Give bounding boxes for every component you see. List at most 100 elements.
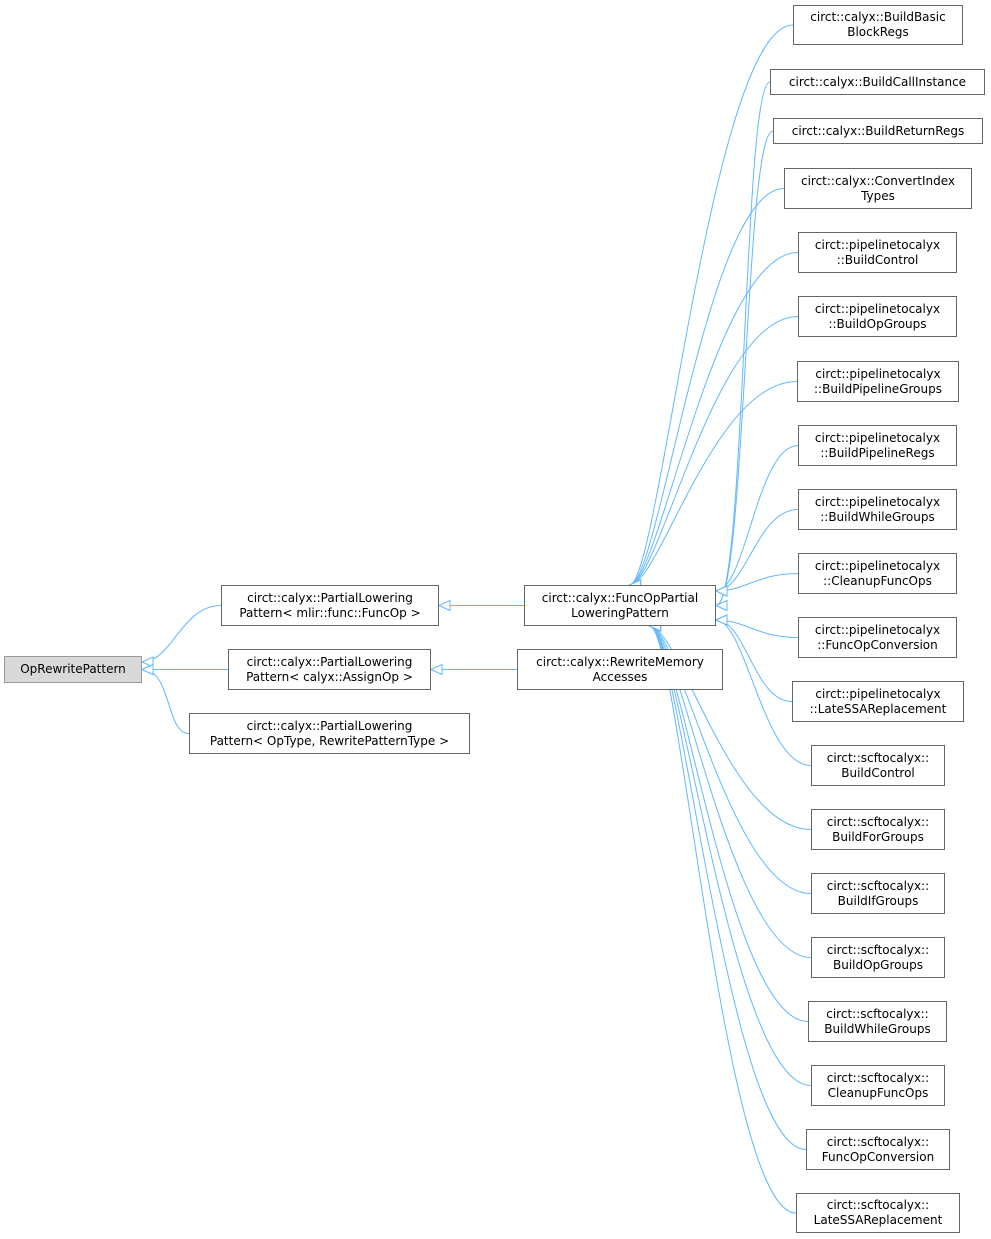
arrowhead-plp_funcop <box>140 656 154 668</box>
node-label-line: ::LateSSAReplacement <box>809 701 947 716</box>
node-label-line: circt::scftocalyx:: <box>826 942 930 957</box>
node-pipelinetocalyx-build-control[interactable]: circt::pipelinetocalyx ::BuildControl <box>798 232 957 273</box>
edge-p_build_pipeline_regs-to-func_op_partial <box>715 445 799 592</box>
node-label-line: ::CleanupFuncOps <box>823 573 932 588</box>
node-label-line: circt::calyx::RewriteMemory <box>536 654 704 669</box>
node-label-line: circt::pipelinetocalyx <box>814 430 941 445</box>
arrowhead-build_return_regs <box>714 599 728 612</box>
node-label-line: ::BuildOpGroups <box>828 316 927 331</box>
node-scftocalyx-build-while-groups[interactable]: circt::scftocalyx:: BuildWhileGroups <box>808 1001 947 1042</box>
node-label-line: circt::scftocalyx:: <box>826 878 930 893</box>
node-label-line: ::BuildControl <box>836 252 919 267</box>
node-label-line: ::BuildPipelineGroups <box>814 381 942 396</box>
node-label-line: BuildWhileGroups <box>824 1021 931 1036</box>
node-scftocalyx-build-for-groups[interactable]: circt::scftocalyx:: BuildForGroups <box>811 809 945 850</box>
node-label-line: circt::pipelinetocalyx <box>815 686 941 701</box>
node-build-call-instance[interactable]: circt::calyx::BuildCallInstance <box>770 69 985 95</box>
edge-s_func_op_conversion-to-func_op_partial <box>649 625 807 1150</box>
node-partial-lowering-pattern-optype[interactable]: circt::calyx::PartialLowering Pattern< O… <box>189 713 470 754</box>
edge-s_build_for_groups-to-func_op_partial <box>649 625 812 830</box>
node-label-line: BuildControl <box>841 765 915 780</box>
node-pipelinetocalyx-func-op-conversion[interactable]: circt::pipelinetocalyx ::FuncOpConversio… <box>798 617 957 658</box>
node-label-line: circt::pipelinetocalyx <box>814 237 941 252</box>
edge-build_basic_block_regs-to-func_op_partial <box>629 24 794 586</box>
node-label-line: circt::pipelinetocalyx <box>814 558 941 573</box>
node-label-line: circt::calyx::BuildBasic <box>810 10 946 24</box>
node-convert-index-types[interactable]: circt::calyx::ConvertIndex Types <box>784 168 972 209</box>
node-scftocalyx-build-if-groups[interactable]: circt::scftocalyx:: BuildIfGroups <box>811 873 945 914</box>
node-label-line: circt::calyx::FuncOpPartial <box>541 590 699 605</box>
edge-plp_funcop-to-op_rewrite_pattern <box>141 605 222 663</box>
edge-s_cleanup_func_ops-to-func_op_partial <box>649 625 812 1086</box>
edge-p_late_ssa_replacement-to-func_op_partial <box>715 619 793 702</box>
node-pipelinetocalyx-build-pipeline-regs[interactable]: circt::pipelinetocalyx ::BuildPipelineRe… <box>798 425 957 466</box>
node-pipelinetocalyx-late-ssa-replacement[interactable]: circt::pipelinetocalyx ::LateSSAReplacem… <box>792 681 964 722</box>
node-label-line: circt::pipelinetocalyx <box>815 366 941 381</box>
node-label-line: ::BuildWhileGroups <box>820 509 935 524</box>
arrowhead-rewrite_memory <box>429 663 443 676</box>
node-pipelinetocalyx-build-pipeline-groups[interactable]: circt::pipelinetocalyx ::BuildPipelineGr… <box>797 361 959 402</box>
node-label-line: FuncOpConversion <box>821 1149 935 1164</box>
node-scftocalyx-cleanup-func-ops[interactable]: circt::scftocalyx:: CleanupFuncOps <box>811 1065 945 1106</box>
edge-s_build_while_groups-to-func_op_partial <box>649 625 809 1022</box>
node-label-line: CleanupFuncOps <box>827 1085 929 1100</box>
arrowhead-func_op_partial <box>437 599 451 612</box>
edge-build_call_instance-to-func_op_partial <box>715 81 771 606</box>
node-label-line: circt::calyx::BuildCallInstance <box>788 74 967 89</box>
node-partial-lowering-pattern-assignop[interactable]: circt::calyx::PartialLowering Pattern< c… <box>228 649 431 690</box>
node-scftocalyx-func-op-conversion[interactable]: circt::scftocalyx:: FuncOpConversion <box>806 1129 950 1170</box>
node-label-line: circt::calyx::PartialLowering <box>246 718 413 733</box>
node-scftocalyx-build-op-groups[interactable]: circt::scftocalyx:: BuildOpGroups <box>811 937 945 978</box>
node-label-line: circt::scftocalyx:: <box>826 814 930 829</box>
edge-p_build_while_groups-to-func_op_partial <box>715 509 799 592</box>
edge-p_build_op_groups-to-func_op_partial <box>629 316 799 586</box>
node-func-op-partial-lowering-pattern[interactable]: circt::calyx::FuncOpPartial LoweringPatt… <box>524 585 716 626</box>
edge-s_build_if_groups-to-func_op_partial <box>649 625 812 894</box>
node-label-line: circt::scftocalyx:: <box>826 1006 929 1021</box>
edge-plp_optype-to-op_rewrite_pattern <box>141 669 190 734</box>
edge-s_build_control-to-func_op_partial <box>715 619 812 766</box>
node-label-line: BuildForGroups <box>832 829 924 844</box>
node-label-line: ::BuildPipelineRegs <box>820 445 935 460</box>
node-label-line: circt::pipelinetocalyx <box>814 622 941 637</box>
node-label-line: Types <box>861 188 895 203</box>
node-label-line: Pattern< OpType, RewritePatternType > <box>209 733 450 748</box>
node-label-line: circt::calyx::PartialLowering <box>246 654 413 669</box>
node-label-line: circt::calyx::PartialLowering <box>247 590 413 605</box>
node-partial-lowering-pattern-funcop[interactable]: circt::calyx::PartialLowering Pattern< m… <box>221 585 439 626</box>
node-label-line: circt::calyx::BuildReturnRegs <box>791 123 965 138</box>
node-label-line: Pattern< mlir::func::FuncOp > <box>239 605 421 620</box>
arrowhead-plp_optype <box>140 663 154 676</box>
edge-build_return_regs-to-func_op_partial <box>715 130 774 606</box>
node-scftocalyx-late-ssa-replacement[interactable]: circt::scftocalyx:: LateSSAReplacement <box>796 1193 960 1233</box>
node-scftocalyx-build-control[interactable]: circt::scftocalyx:: BuildControl <box>811 745 945 786</box>
node-op-rewrite-pattern[interactable]: OpRewritePattern <box>4 656 142 683</box>
node-label-line: BuildOpGroups <box>833 957 923 972</box>
node-build-basic-block-regs[interactable]: circt::calyx::BuildBasic BlockRegs <box>793 5 963 45</box>
edge-s_build_op_groups-to-func_op_partial <box>649 625 812 958</box>
edge-convert_index_types-to-func_op_partial <box>629 188 785 586</box>
node-rewrite-memory-accesses[interactable]: circt::calyx::RewriteMemory Accesses <box>517 649 723 690</box>
node-label-line: LoweringPattern <box>571 605 669 620</box>
node-label-line: Pattern< calyx::AssignOp > <box>246 669 413 684</box>
node-label-line: ::FuncOpConversion <box>817 637 938 652</box>
node-pipelinetocalyx-build-op-groups[interactable]: circt::pipelinetocalyx ::BuildOpGroups <box>798 296 957 337</box>
node-label-line: circt::calyx::ConvertIndex <box>800 173 956 188</box>
node-label-line: Accesses <box>592 669 648 684</box>
node-label-line: circt::pipelinetocalyx <box>814 494 941 509</box>
node-label-line: OpRewritePattern <box>20 662 126 676</box>
node-label-line: circt::scftocalyx:: <box>826 1198 930 1212</box>
node-label-line: BlockRegs <box>847 25 909 39</box>
node-pipelinetocalyx-cleanup-func-ops[interactable]: circt::pipelinetocalyx ::CleanupFuncOps <box>798 553 957 594</box>
node-label-line: circt::pipelinetocalyx <box>814 301 941 316</box>
edge-p_build_control-to-func_op_partial <box>629 252 799 586</box>
edge-p_build_pipeline_groups-to-func_op_partial <box>629 381 798 586</box>
node-label-line: circt::scftocalyx:: <box>826 1070 930 1085</box>
node-label-line: LateSSAReplacement <box>813 1213 943 1227</box>
node-label-line: circt::scftocalyx:: <box>826 1134 930 1149</box>
node-build-return-regs[interactable]: circt::calyx::BuildReturnRegs <box>773 118 983 144</box>
arrowhead-s_build_control <box>714 614 728 626</box>
node-pipelinetocalyx-build-while-groups[interactable]: circt::pipelinetocalyx ::BuildWhileGroup… <box>798 489 957 530</box>
